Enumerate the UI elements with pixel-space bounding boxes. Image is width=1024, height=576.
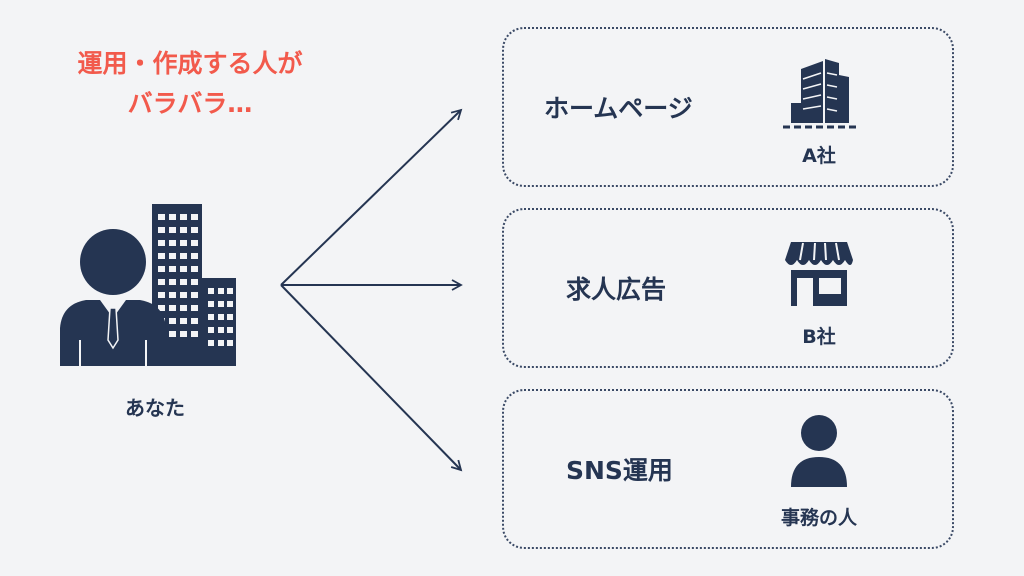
arrow-to-sns: [280, 284, 463, 472]
headline-line-1: 運用・作成する人が: [77, 49, 303, 78]
channel-card-job-ad: 求人広告 B社: [502, 208, 954, 368]
channel-label: ホームページ: [544, 94, 693, 123]
channel-company: 事務の人: [780, 507, 857, 529]
person-icon: [791, 415, 847, 487]
channel-company: B社: [802, 326, 836, 348]
channel-company: A社: [802, 145, 836, 167]
storefront-icon: [785, 242, 853, 306]
businessman-with-building-icon: [60, 204, 236, 366]
channel-label: 求人広告: [566, 275, 667, 304]
arrow-to-homepage: [280, 108, 463, 286]
channel-card-homepage: ホームページ A社: [502, 27, 954, 187]
headline: 運用・作成する人が バラバラ…: [30, 44, 350, 124]
you-label: あなた: [125, 396, 185, 420]
channel-label: SNS運用: [566, 456, 673, 485]
office-building-icon: [783, 59, 857, 129]
channel-card-sns: SNS運用 事務の人: [502, 389, 954, 549]
headline-line-2: バラバラ…: [127, 89, 253, 118]
